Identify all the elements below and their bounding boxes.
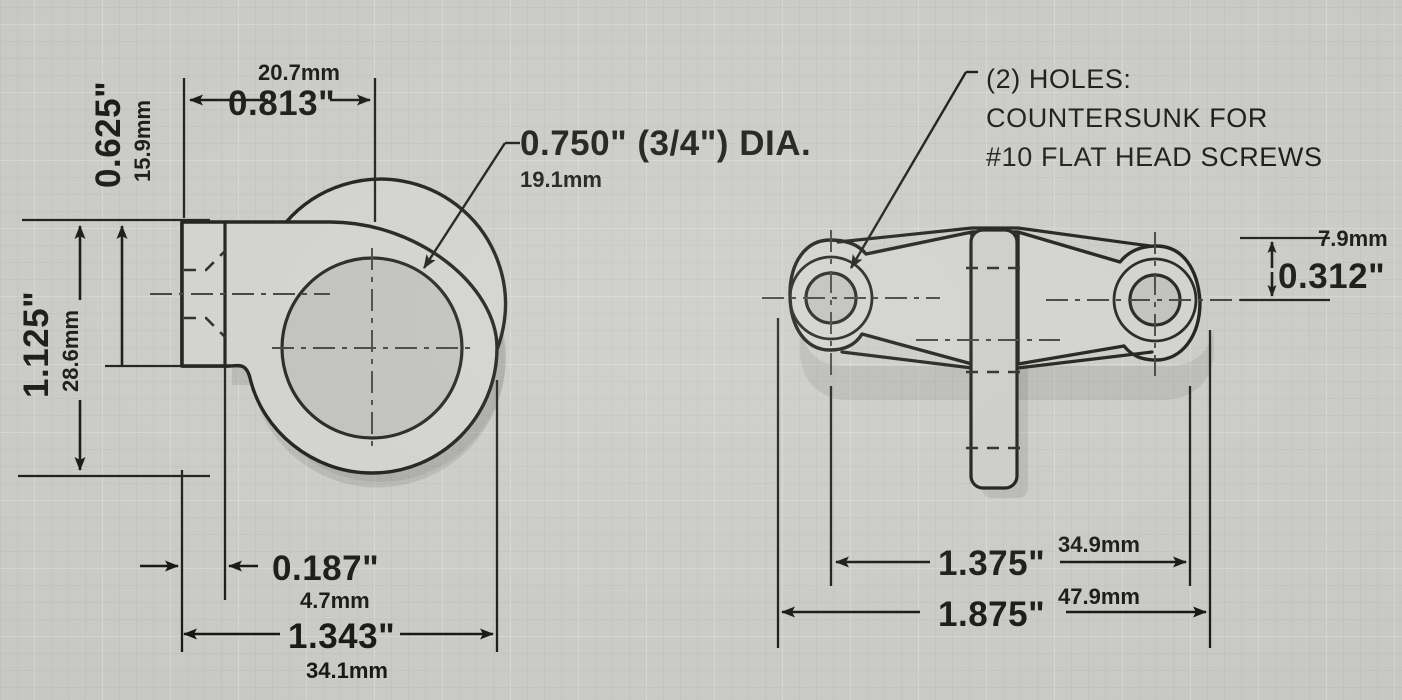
right-dimensions [776,70,1330,648]
dim-0813-inch-label: 0.813" [228,84,335,123]
right-vertical-tab [969,228,1019,490]
dim-0813-mm-label: 20.7mm [258,60,340,85]
dim-1125-mm-label: 28.6mm [58,310,83,392]
dim-1343-inch-label: 1.343" [288,617,395,656]
dim-0625-inch-label: 0.625" [89,81,128,188]
dim-1343-mm-label: 34.1mm [306,658,388,683]
left-part-group [150,177,508,488]
dim-1375-inch-label: 1.375" [938,544,1045,583]
left-hole-countersink [788,255,874,341]
dia-callout-mm-label: 19.1mm [520,167,602,192]
hole-note-line-1: (2) HOLES: [986,64,1132,94]
right-hole-countersink [1112,257,1198,343]
dim-0312-mm-label: 7.9mm [1318,226,1388,251]
dim-1375-mm-label: 34.9mm [1058,532,1140,557]
hole-note-line-3: #10 FLAT HEAD SCREWS [986,142,1323,172]
dim-1875-inch-label: 1.875" [938,595,1045,634]
dia-callout-inch-label: 0.750" (3/4") DIA. [520,124,811,163]
right-part-group [762,226,1240,498]
left-hidden-line-upper [184,249,227,272]
hole-note-leader [849,71,968,269]
dim-0312-inch-label: 0.312" [1278,257,1385,296]
dim-1125-inch-label: 1.125" [17,291,56,398]
right-top-edge [836,226,1152,248]
dim-1875-mm-label: 47.9mm [1058,584,1140,609]
right-part-outline [788,230,1202,366]
dim-0625-mm-label: 15.9mm [130,100,155,182]
left-dimensions [18,78,520,652]
dia-callout-leader-arrow [422,142,507,269]
dim-0187-mm-label: 4.7mm [300,588,370,613]
left-hidden-line-lower [184,316,227,339]
hole-note-line-2: COUNTERSUNK FOR [986,103,1268,133]
dim-0187-inch-label: 0.187" [272,549,379,588]
